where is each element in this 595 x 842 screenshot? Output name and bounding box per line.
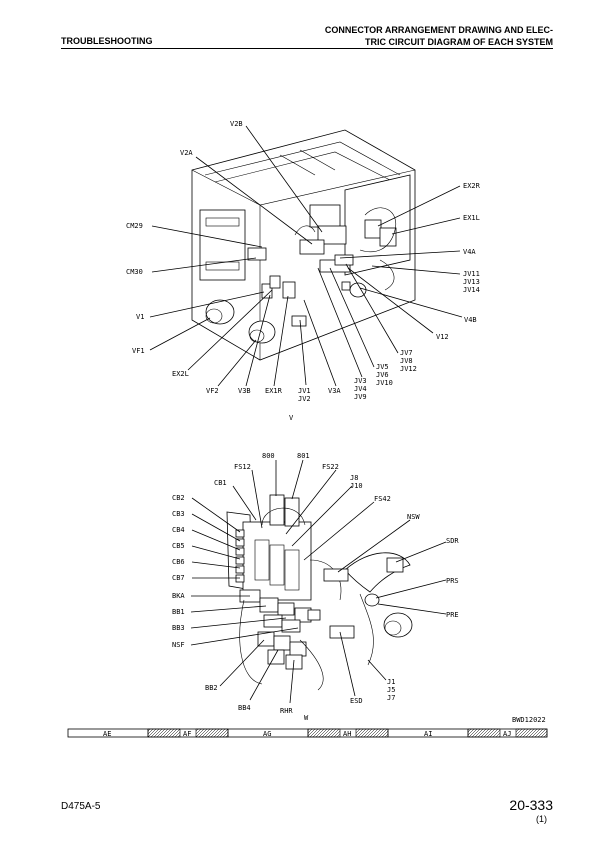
label-jv10: JV10	[376, 379, 393, 387]
label-prs: PRS	[446, 577, 459, 585]
label-j7: J7	[387, 694, 395, 702]
label-j1: J1	[387, 678, 395, 686]
label-ex2r: EX2R	[463, 182, 481, 190]
label-v4a: V4A	[463, 248, 476, 256]
label-jv7: JV7	[400, 349, 413, 357]
label-fs22: FS22	[322, 463, 339, 471]
label-bb1: BB1	[172, 608, 185, 616]
label-j10: J10	[350, 482, 363, 490]
label-bb2: BB2	[205, 684, 218, 692]
label-fs12: FS12	[234, 463, 251, 471]
label-ex2l: EX2L	[172, 370, 189, 378]
label-j5: J5	[387, 686, 395, 694]
label-cm29: CM29	[126, 222, 143, 230]
view-w-label: W	[304, 714, 309, 722]
label-jv8: JV8	[400, 357, 413, 365]
diagram-w-labels: 800 801 FS12 FS22 CB1 J8 J10 FS42 CB2 CB…	[172, 452, 546, 724]
drawing-code: BWD12022	[512, 716, 546, 724]
diagram-w-leaders	[190, 459, 447, 704]
label-fs42: FS42	[374, 495, 391, 503]
label-cm30: CM30	[126, 268, 143, 276]
diagram-v-labels: V2B V2A CM29 CM30 V1 VF1 EX2L VF2 V3B EX…	[126, 120, 481, 422]
label-cb3: CB3	[172, 510, 185, 518]
label-jv14: JV14	[463, 286, 480, 294]
grid-cell-ae: AE	[103, 730, 111, 738]
label-cb6: CB6	[172, 558, 185, 566]
diagram-v-leaders	[149, 125, 463, 387]
grid-cell-ai: AI	[424, 730, 432, 738]
label-jv11: JV11	[463, 270, 480, 278]
label-nsw: NSW	[407, 513, 420, 521]
label-j8: J8	[350, 474, 358, 482]
label-nsf: NSF	[172, 641, 185, 649]
label-cb7: CB7	[172, 574, 185, 582]
diagram-w-drawing	[226, 494, 413, 691]
label-rhr: RHR	[280, 707, 293, 715]
header-rule	[61, 48, 553, 49]
label-esd: ESD	[350, 697, 363, 705]
label-pre: PRE	[446, 611, 459, 619]
label-vf1: VF1	[132, 347, 145, 355]
label-jv13: JV13	[463, 278, 480, 286]
label-vf2: VF2	[206, 387, 219, 395]
label-bb4: BB4	[238, 704, 251, 712]
grid-cell-ag: AG	[263, 730, 271, 738]
label-cb5: CB5	[172, 542, 185, 550]
label-800: 800	[262, 452, 275, 460]
label-jv9: JV9	[354, 393, 367, 401]
label-jv3: JV3	[354, 377, 367, 385]
model-number: D475A-5	[61, 801, 101, 812]
view-v-label: V	[289, 414, 294, 422]
label-v12: V12	[436, 333, 449, 341]
label-jv4: JV4	[354, 385, 367, 393]
label-v4b: V4B	[464, 316, 477, 324]
grid-cell-ah: AH	[343, 730, 351, 738]
label-801: 801	[297, 452, 310, 460]
page-title: CONNECTOR ARRANGEMENT DRAWING AND ELEC- …	[325, 24, 553, 48]
label-v2b: V2B	[230, 120, 243, 128]
grid-cell-af: AF	[183, 730, 191, 738]
label-cb2: CB2	[172, 494, 185, 502]
label-v1: V1	[136, 313, 144, 321]
label-sdr: SDR	[446, 537, 459, 545]
page-number: 20-333	[509, 797, 553, 813]
label-v3a: V3A	[328, 387, 341, 395]
label-jv5: JV5	[376, 363, 389, 371]
grid-reference-bar: AE AF AG AH AI AJ	[67, 728, 548, 738]
label-v3b: V3B	[238, 387, 251, 395]
grid-cell-aj: AJ	[503, 730, 511, 738]
label-jv6: JV6	[376, 371, 389, 379]
page-title-line-2: TRIC CIRCUIT DIAGRAM OF EACH SYSTEM	[365, 37, 553, 47]
section-title: TROUBLESHOOTING	[61, 36, 153, 46]
diagram-v-drawing	[191, 129, 416, 361]
label-ex1l: EX1L	[463, 214, 480, 222]
label-ex1r: EX1R	[265, 387, 283, 395]
label-bb3: BB3	[172, 624, 185, 632]
label-cb1: CB1	[214, 479, 227, 487]
label-cb4: CB4	[172, 526, 185, 534]
label-v2a: V2A	[180, 149, 193, 157]
label-jv2: JV2	[298, 395, 311, 403]
label-jv1: JV1	[298, 387, 311, 395]
page-title-line-1: CONNECTOR ARRANGEMENT DRAWING AND ELEC-	[324, 25, 553, 35]
label-jv12: JV12	[400, 365, 417, 373]
label-bka: BKA	[172, 592, 185, 600]
page-revision: (1)	[536, 814, 547, 824]
